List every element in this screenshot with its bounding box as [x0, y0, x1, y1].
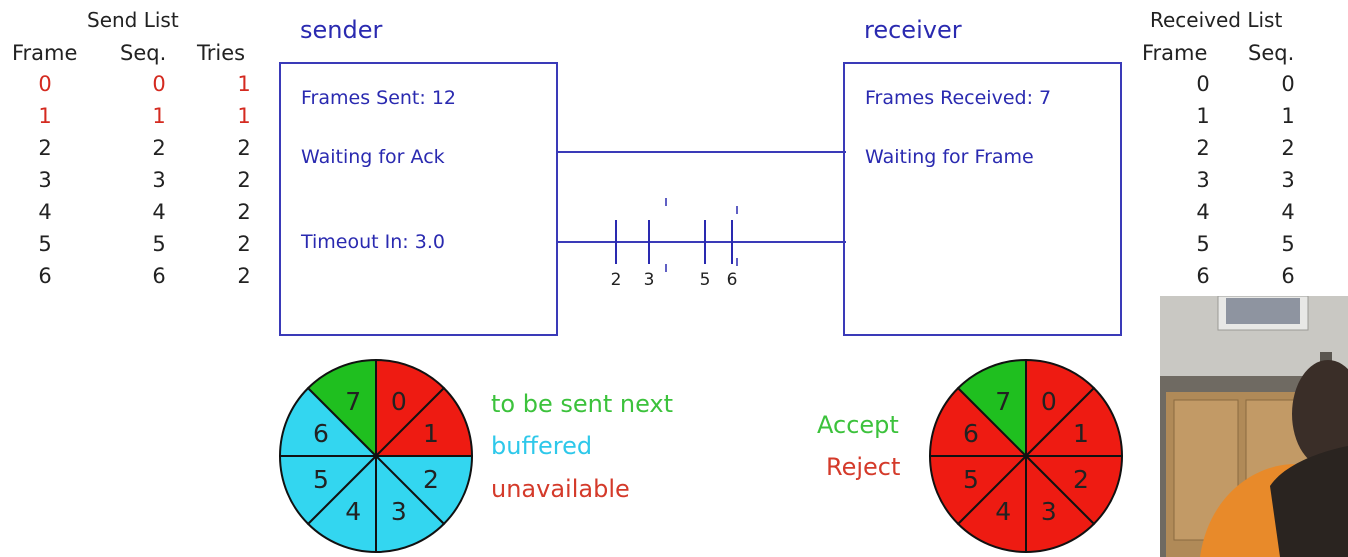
- webcam-overlay: [1160, 296, 1348, 557]
- receiver-wheel-segment-label: 4: [995, 497, 1011, 526]
- sender-box: Frames Sent: 12 Waiting for Ack Timeout …: [279, 62, 558, 336]
- legend-unavailable: unavailable: [491, 475, 630, 503]
- send-row-frame: 4: [38, 200, 52, 224]
- sender-wheel-segment-7: [306, 358, 377, 459]
- sender-wheel-segment-5: [278, 455, 379, 526]
- received-row-seq: 5: [1281, 232, 1295, 256]
- receiver-status-text: Waiting for Frame: [865, 146, 1034, 168]
- received-row-frame: 3: [1196, 168, 1210, 192]
- sender-wheel-segment-label: 2: [423, 465, 439, 494]
- receiver-wheel-segment-label: 6: [963, 419, 979, 448]
- received-row-seq: 0: [1281, 72, 1295, 96]
- frame-marker-label: 3: [644, 270, 655, 290]
- frame-marker-label: 5: [700, 270, 711, 290]
- send-row-tries: 1: [237, 104, 251, 128]
- receiver-wheel-segment-3: [1025, 453, 1096, 554]
- received-list-title: Received List: [1150, 8, 1283, 32]
- send-row-tries: 2: [237, 168, 251, 192]
- send-row-seq: 2: [152, 136, 166, 160]
- frames-sent-text: Frames Sent: 12: [301, 87, 456, 109]
- send-row-seq: 4: [152, 200, 166, 224]
- received-row-frame: 1: [1196, 104, 1210, 128]
- send-list-title: Send List: [87, 8, 179, 32]
- send-row-frame: 3: [38, 168, 52, 192]
- received-row-frame: 4: [1196, 200, 1210, 224]
- send-row-frame: 2: [38, 136, 52, 160]
- receiver-wheel-segment-0: [1025, 358, 1096, 459]
- legend-to-be-sent-next: to be sent next: [491, 390, 674, 418]
- sender-title: sender: [300, 16, 383, 44]
- sender-wheel-segment-label: 4: [345, 497, 361, 526]
- timeout-text: Timeout In: 3.0: [301, 231, 445, 253]
- sender-wheel-segment-3: [375, 453, 446, 554]
- sender-wheel-segment-0: [375, 358, 446, 459]
- sender-window-wheel: 01 23 45 67: [278, 358, 474, 554]
- send-row-seq: 5: [152, 232, 166, 256]
- receiver-wheel-segment-label: 0: [1041, 387, 1057, 416]
- send-row-frame: 0: [38, 72, 52, 96]
- received-list-header-frame: Frame: [1142, 41, 1208, 65]
- receiver-wheel-segment-label: 1: [1073, 419, 1089, 448]
- receiver-wheel-segment-label: 5: [963, 465, 979, 494]
- sender-wheel-segment-6: [278, 386, 379, 457]
- receiver-box: Frames Received: 7 Waiting for Frame: [843, 62, 1122, 336]
- send-list-header-frame: Frame: [12, 41, 78, 65]
- received-list-header-seq: Seq.: [1248, 41, 1295, 65]
- send-list-header-seq: Seq.: [120, 41, 167, 65]
- sender-wheel-segment-label: 0: [391, 387, 407, 416]
- send-row-seq: 1: [152, 104, 166, 128]
- frame-marker-label: 6: [727, 270, 738, 290]
- receiver-wheel-segment-4: [956, 453, 1027, 554]
- receiver-wheel-segment-label: 2: [1073, 465, 1089, 494]
- sender-wheel-segment-1: [373, 386, 474, 457]
- receiver-wheel-segment-5: [928, 455, 1029, 526]
- frames-received-text: Frames Received: 7: [865, 87, 1052, 109]
- sender-wheel-segment-label: 5: [313, 465, 329, 494]
- received-row-frame: 2: [1196, 136, 1210, 160]
- sender-wheel-segment-label: 1: [423, 419, 439, 448]
- send-row-frame: 1: [38, 104, 52, 128]
- received-row-frame: 6: [1196, 264, 1210, 288]
- sender-wheel-segment-2: [373, 455, 474, 526]
- receiver-wheel-segment-2: [1023, 455, 1124, 526]
- sender-wheel-segment-label: 3: [391, 497, 407, 526]
- send-row-tries: 2: [237, 232, 251, 256]
- send-row-frame: 5: [38, 232, 52, 256]
- received-row-seq: 4: [1281, 200, 1295, 224]
- received-row-seq: 3: [1281, 168, 1295, 192]
- receiver-wheel-segment-label: 3: [1041, 497, 1057, 526]
- send-row-tries: 2: [237, 200, 251, 224]
- send-row-tries: 1: [237, 72, 251, 96]
- receiver-wheel-segment-1: [1023, 386, 1124, 457]
- send-row-seq: 0: [152, 72, 166, 96]
- receiver-wheel-segment-label: 7: [995, 387, 1011, 416]
- sender-wheel-segment-label: 7: [345, 387, 361, 416]
- receiver-wheel-segment-7: [956, 358, 1027, 459]
- webcam-video-frame: [1160, 296, 1348, 557]
- receiver-wheel-segment-6: [928, 386, 1029, 457]
- send-list-header-tries: Tries: [197, 41, 246, 65]
- sender-wheel-segment-label: 6: [313, 419, 329, 448]
- send-row-tries: 2: [237, 136, 251, 160]
- received-row-frame: 0: [1196, 72, 1210, 96]
- legend-accept: Accept: [817, 411, 899, 439]
- send-row-seq: 6: [152, 264, 166, 288]
- send-row-frame: 6: [38, 264, 52, 288]
- received-row-seq: 6: [1281, 264, 1295, 288]
- received-row-seq: 2: [1281, 136, 1295, 160]
- sender-status-text: Waiting for Ack: [301, 146, 445, 168]
- received-row-frame: 5: [1196, 232, 1210, 256]
- send-row-tries: 2: [237, 264, 251, 288]
- legend-reject: Reject: [826, 453, 901, 481]
- receiver-title: receiver: [864, 16, 962, 44]
- legend-buffered: buffered: [491, 432, 593, 460]
- receiver-window-wheel: 01 23 45 67: [928, 358, 1124, 554]
- send-row-seq: 3: [152, 168, 166, 192]
- frame-marker-label: 2: [611, 270, 622, 290]
- received-row-seq: 1: [1281, 104, 1295, 128]
- sender-wheel-segment-4: [306, 453, 377, 554]
